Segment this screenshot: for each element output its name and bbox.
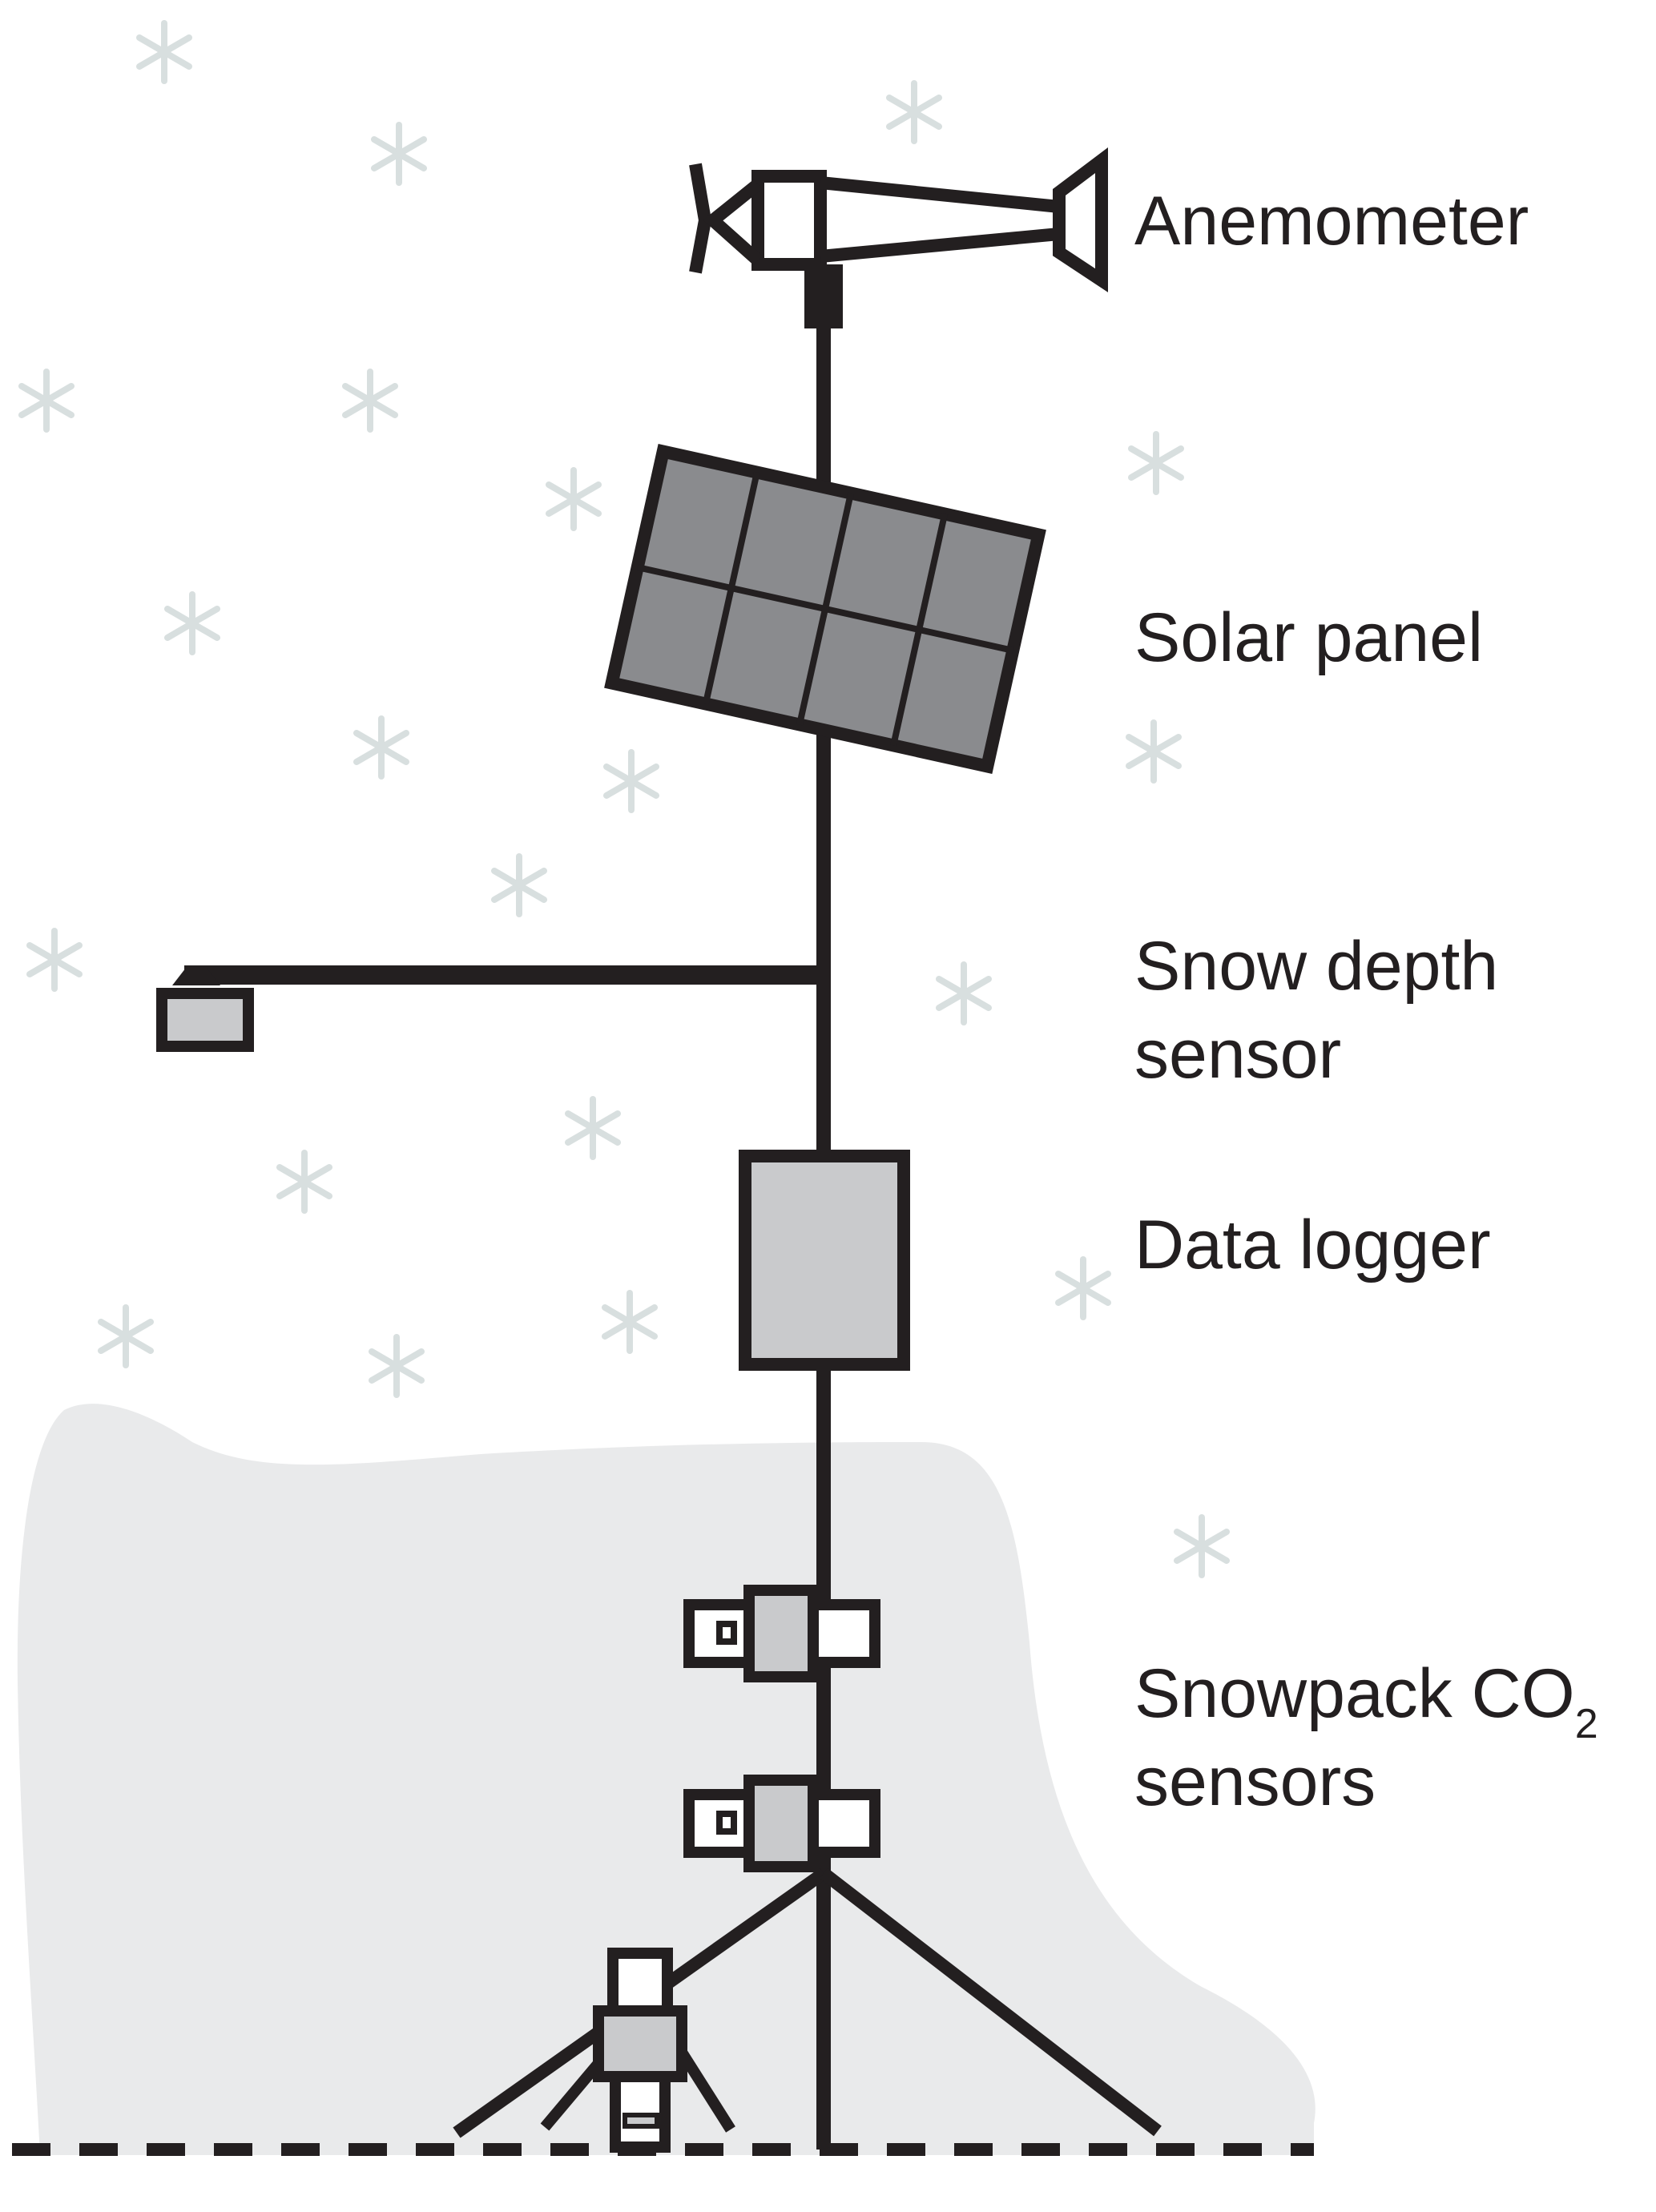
snowflake-icon	[371, 122, 427, 186]
snowflake-icon	[603, 749, 659, 813]
snowflake-icon	[546, 467, 602, 531]
co2-sensor-lower	[683, 1775, 880, 1872]
label-snow-depth-line1: Snow depth	[1134, 928, 1498, 1005]
snowflake-icon	[1055, 1256, 1111, 1320]
co2-sensor-upper	[683, 1585, 880, 1682]
anemometer-mount	[804, 264, 843, 328]
solar-panel	[604, 444, 1046, 774]
label-solar-panel: Solar panel	[1134, 599, 1483, 676]
snowflake-icon	[136, 20, 192, 84]
snowpack-area	[17, 1404, 1316, 2155]
snowflake-icon	[353, 715, 409, 780]
label-snowpack-subscript: 2	[1575, 1701, 1598, 1747]
snowflake-icon	[1174, 1514, 1230, 1578]
co2-sensor-ground	[540, 1948, 735, 2153]
snowflakes	[18, 20, 1230, 1578]
label-snowpack-line1: Snowpack CO2	[1134, 1655, 1598, 1747]
snowflake-icon	[98, 1304, 154, 1368]
snowflake-icon	[369, 1334, 425, 1398]
anemometer	[689, 147, 1108, 328]
data-logger-box	[739, 1150, 910, 1371]
label-snowpack-line2: sensors	[1134, 1743, 1376, 1820]
snowflake-icon	[491, 853, 547, 917]
label-data-logger: Data logger	[1134, 1207, 1491, 1283]
anemometer-cups	[689, 163, 712, 274]
snowflake-icon	[1126, 719, 1182, 784]
snowflake-icon	[164, 591, 220, 655]
snowflake-icon	[276, 1150, 332, 1214]
snowflake-icon	[936, 961, 992, 1025]
snowflake-icon	[1128, 431, 1184, 495]
anemometer-vane	[1053, 147, 1108, 292]
snowflake-icon	[342, 369, 398, 433]
snowflake-icon	[18, 369, 75, 433]
label-snowpack-main: Snowpack CO	[1134, 1655, 1575, 1732]
snowflake-icon	[26, 928, 83, 992]
snowflake-icon	[886, 80, 942, 144]
label-snow-depth-line2: sensor	[1134, 1016, 1341, 1093]
anemometer-body	[751, 170, 827, 271]
snow-depth-sensor	[156, 965, 824, 1052]
label-anemometer: Anemometer	[1134, 183, 1529, 260]
snowflake-icon	[602, 1290, 658, 1354]
snowflake-icon	[565, 1096, 621, 1160]
